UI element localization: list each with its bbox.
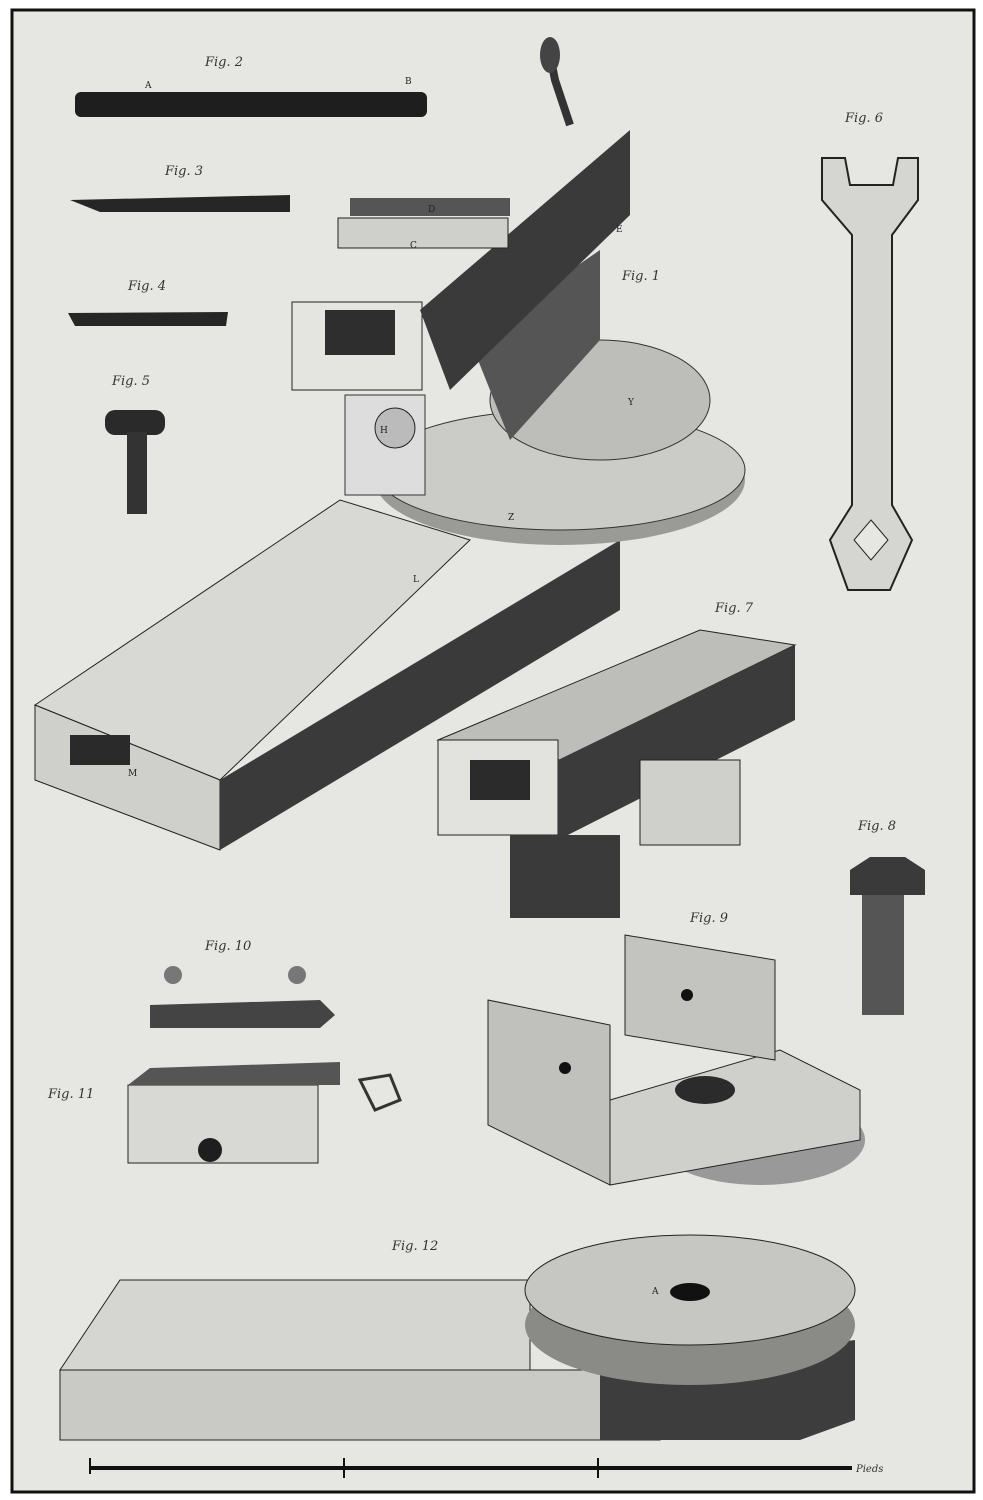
fig-10-label: Fig. 10 (204, 939, 251, 954)
fig-7-label: Fig. 7 (714, 601, 754, 616)
fig-12-base: Fig. 12 A (59, 1234, 856, 1441)
fig-6-label: Fig. 6 (844, 111, 883, 126)
letter-e: E (616, 225, 623, 235)
letter-c: C (410, 241, 417, 251)
fig-8-label: Fig. 8 (857, 819, 896, 834)
fig-3-label: Fig. 3 (164, 164, 203, 179)
fig-1-machine: Fig. 1 L M Z Y H C D E (33, 37, 746, 851)
letter-l: L (413, 575, 419, 585)
fig-4-label: Fig. 4 (127, 279, 166, 294)
fig-3-tool: Fig. 3 (70, 164, 290, 212)
fig-5-screw: Fig. 5 (105, 374, 165, 514)
scale-label: Pieds (855, 1464, 883, 1475)
fig-2-rod: Fig. 2 A B (75, 55, 427, 117)
fig-4-tool: Fig. 4 (68, 279, 228, 326)
fig-6-wrench: Fig. 6 (821, 111, 919, 591)
fig-5-label: Fig. 5 (111, 374, 150, 389)
letter-m: M (128, 769, 137, 779)
letter-z: Z (508, 513, 514, 523)
fig-12-label: Fig. 12 (391, 1239, 438, 1254)
fig-11-part: Fig. 11 (47, 1062, 402, 1164)
fig-9-label: Fig. 9 (689, 911, 728, 926)
letter-a-fig12: A (651, 1287, 659, 1297)
letter-h: H (380, 426, 388, 436)
letter-a: A (144, 81, 152, 91)
letter-d: D (428, 205, 435, 215)
scale-bar: Pieds (89, 1458, 883, 1478)
fig-11-label: Fig. 11 (47, 1087, 94, 1102)
letter-b: B (405, 77, 412, 87)
letter-y: Y (627, 398, 635, 408)
fig-2-label: Fig. 2 (204, 55, 243, 70)
fig-9-part: Fig. 9 (487, 911, 865, 1186)
fig-1-label: Fig. 1 (621, 269, 660, 284)
fig-7-guide: Fig. 7 (436, 601, 797, 918)
fig-10-part: Fig. 10 (150, 939, 335, 1028)
fig-8-bolt: Fig. 8 (850, 819, 925, 1015)
